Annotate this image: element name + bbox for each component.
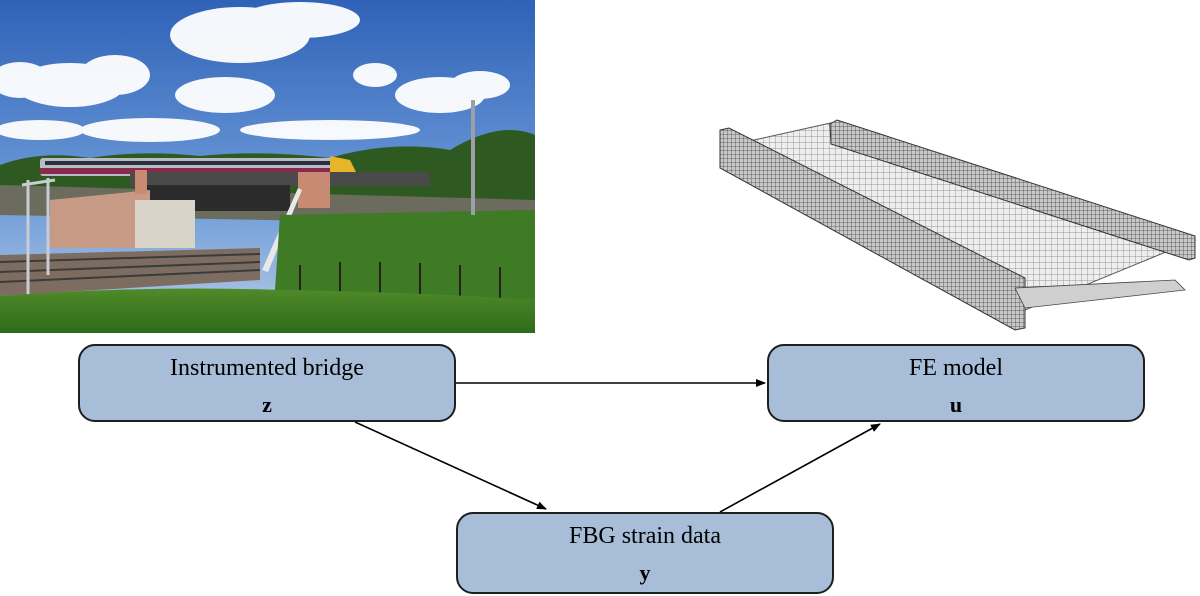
node-title: Instrumented bridge (170, 355, 364, 381)
arrow-bridge-to-fbg (354, 421, 547, 510)
node-symbol: u (949, 392, 963, 417)
node-instrumented-bridge: Instrumented bridge z (78, 344, 456, 422)
node-fe-model: FE model u (767, 344, 1145, 422)
node-title: FBG strain data (569, 523, 721, 549)
node-symbol: z (262, 392, 272, 417)
node-fbg-strain-data: FBG strain data y (456, 512, 834, 594)
fe-mesh-image (715, 118, 1200, 333)
arrow-fbg-to-fe-model (719, 423, 881, 513)
node-symbol: y (639, 560, 651, 585)
bridge-photo (0, 0, 535, 333)
node-title: FE model (909, 355, 1003, 381)
